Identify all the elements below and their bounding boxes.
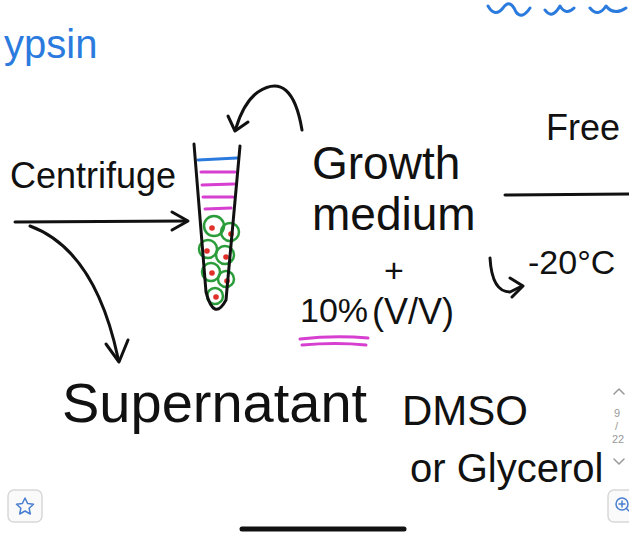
liquid-layer <box>198 158 237 160</box>
unit-label: (V/V) <box>372 292 454 332</box>
arrow-head <box>106 340 128 362</box>
cut-off-scribble <box>488 4 626 15</box>
button-frame <box>608 490 629 522</box>
scroll-up-chevron <box>614 389 624 394</box>
arrow-head <box>172 212 188 230</box>
scroll-down-chevron <box>614 459 624 464</box>
star-icon <box>17 498 34 514</box>
page-number: 9 <box>614 407 620 419</box>
nucleus <box>209 225 215 231</box>
reagent-label: or Glycerol <box>410 446 603 490</box>
reagent-label: DMSO <box>402 388 528 434</box>
arrow-head <box>510 278 523 297</box>
page-total: 22 <box>612 433 624 445</box>
zoom-icon <box>619 501 629 511</box>
arrow-line <box>490 258 522 292</box>
product-label: Supernatant <box>62 372 367 434</box>
arrow-head <box>228 116 248 131</box>
reagent-label: Growth medium <box>312 138 490 239</box>
arrow-line <box>30 226 118 358</box>
button-frame <box>8 490 42 522</box>
cut-off-word: ypsin <box>4 22 97 66</box>
page-separator: / <box>615 420 618 432</box>
home-indicator <box>242 527 404 532</box>
arrow-line <box>15 221 186 222</box>
plus-sign: + <box>384 252 404 289</box>
nucleus <box>213 294 219 300</box>
nucleus <box>209 270 215 276</box>
nucleus <box>223 254 229 260</box>
nucleus <box>204 248 210 254</box>
highlight-underline <box>300 337 368 345</box>
cell <box>221 223 239 241</box>
zoom-icon <box>616 498 628 510</box>
heading-rule <box>505 194 629 195</box>
step-heading: Free <box>546 108 620 148</box>
step-label: Centrifuge <box>10 156 176 196</box>
medium-layer <box>201 172 235 209</box>
centrifuge-tube <box>194 144 240 309</box>
temperature-label: -20°C <box>528 244 615 281</box>
concentration-label: 10% <box>300 292 368 329</box>
